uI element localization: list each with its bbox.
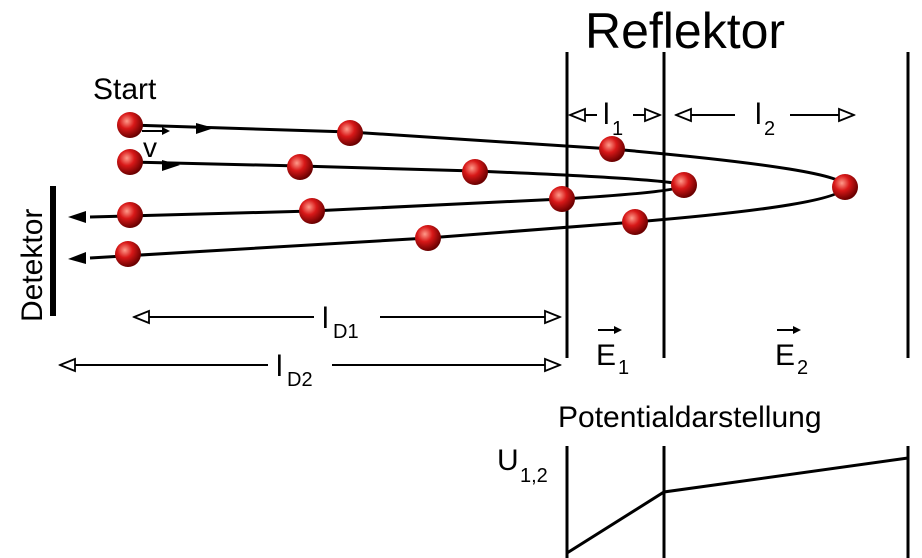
direction-arrow-second — [162, 160, 180, 171]
l2-symbol: l — [755, 98, 762, 131]
ion — [462, 159, 488, 185]
reflector-title: Reflektor — [585, 3, 785, 59]
E2-subscript: 2 — [797, 357, 808, 379]
ion — [115, 241, 141, 267]
potential-axis-symbol: U — [497, 444, 519, 477]
ions — [115, 112, 858, 267]
direction-arrow-top — [196, 123, 214, 134]
ion — [599, 136, 625, 162]
direction-arrow-detector-1 — [68, 211, 86, 223]
E1-subscript: 1 — [618, 357, 629, 379]
ion — [117, 202, 143, 228]
potential-curve — [566, 456, 909, 555]
lD1-symbol: l — [322, 302, 329, 335]
l1-symbol: l — [603, 98, 610, 131]
l2-subscript: 2 — [764, 118, 775, 140]
distance-lD1: l D1 — [134, 302, 560, 343]
lD2-subscript: D2 — [287, 369, 313, 391]
distance-lD2: l D2 — [60, 350, 560, 391]
velocity-label: v — [143, 132, 157, 163]
lD2-symbol: l — [276, 350, 283, 383]
trajectory-fast-ion — [89, 123, 847, 260]
direction-arrow-detector-2 — [68, 252, 86, 264]
ion — [117, 149, 143, 175]
ion — [299, 198, 325, 224]
E2-symbol: E — [775, 339, 795, 372]
field-E2: E 2 — [775, 326, 808, 379]
trajectory-slow-ion — [89, 160, 685, 219]
distance-l2: l 2 — [676, 98, 854, 140]
ion — [337, 120, 363, 146]
ion — [622, 209, 648, 235]
detector-label: Detektor — [16, 209, 49, 322]
distance-l1: l 1 — [570, 98, 660, 140]
velocity-arrow-head — [162, 127, 170, 135]
trajectories — [89, 123, 847, 260]
l1-subscript: 1 — [612, 118, 623, 140]
potential-title: Potentialdarstellung — [558, 401, 822, 434]
field-E1: E 1 — [596, 326, 629, 379]
ion — [415, 225, 441, 251]
E1-symbol: E — [596, 339, 616, 372]
ion — [287, 154, 313, 180]
lD1-subscript: D1 — [333, 321, 359, 343]
ion — [671, 172, 697, 198]
detector-plate — [50, 186, 56, 316]
ion — [549, 186, 575, 212]
ion — [117, 112, 143, 138]
potential-axis-subscript: 1,2 — [520, 465, 548, 487]
ion — [832, 174, 858, 200]
start-label: Start — [93, 73, 157, 106]
